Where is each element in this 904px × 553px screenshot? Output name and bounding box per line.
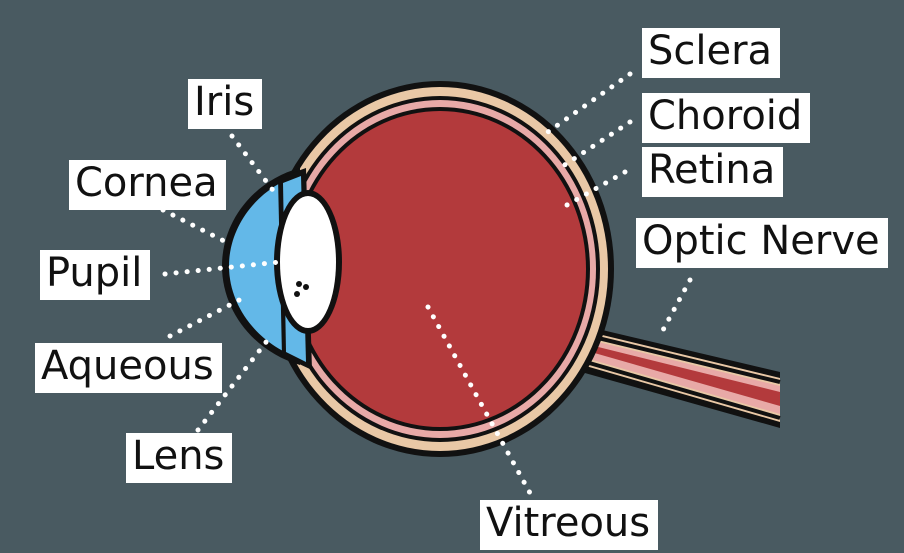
label-pupil: Pupil	[40, 250, 151, 300]
label-aqueous: Aqueous	[35, 343, 222, 393]
leader-aqueous	[167, 294, 248, 339]
label-cornea: Cornea	[69, 160, 226, 210]
leader-lens	[195, 334, 273, 433]
label-sclera: Sclera	[642, 28, 781, 78]
leader-optic-nerve	[660, 277, 693, 333]
leader-sclera	[542, 71, 633, 137]
leader-iris	[229, 133, 278, 196]
lens-shape	[274, 190, 342, 334]
eyeball-layers	[266, 81, 614, 457]
leader-pupil	[162, 259, 283, 277]
label-vitreous: Vitreous	[480, 500, 659, 550]
label-retina: Retina	[642, 147, 784, 197]
leader-vitreous	[425, 304, 533, 496]
leader-cornea	[160, 207, 231, 246]
leader-lines	[160, 71, 693, 496]
label-optic-nerve: Optic Nerve	[636, 218, 888, 268]
label-lens: Lens	[126, 433, 233, 483]
leader-retina	[564, 169, 628, 208]
label-choroid: Choroid	[642, 93, 811, 143]
label-iris: Iris	[188, 79, 263, 129]
optic-nerve-shape	[560, 320, 781, 428]
